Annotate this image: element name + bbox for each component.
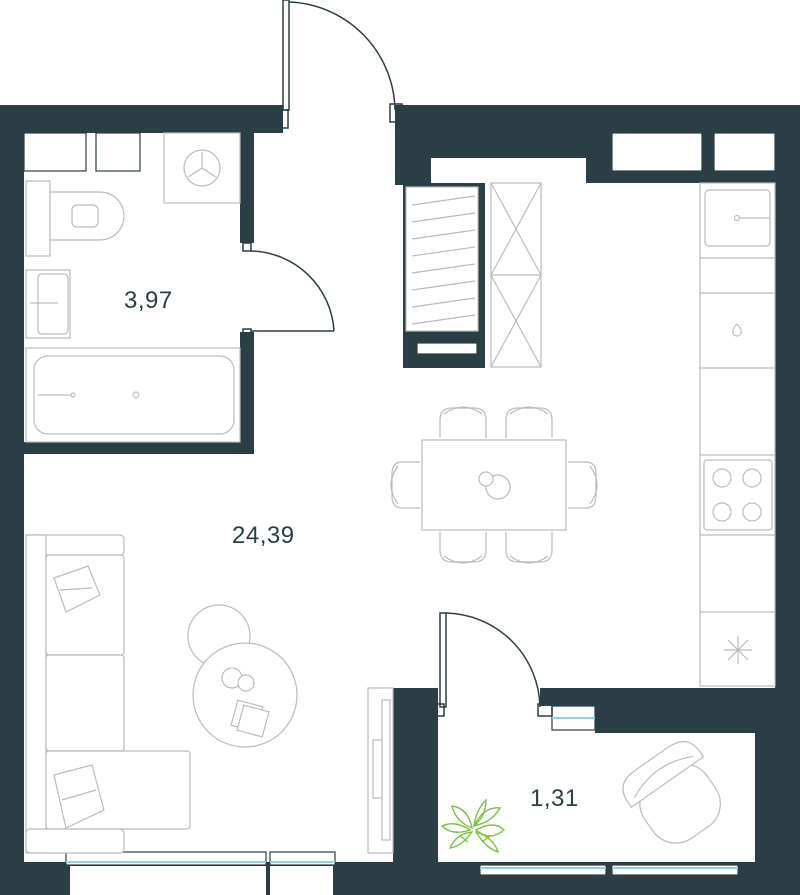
balcony-door [435,612,553,717]
balcony-area-label: 1,31 [530,785,579,812]
bathroom-door [242,242,335,338]
living-area-label: 24,39 [232,522,295,549]
balcony-furniture [440,741,721,854]
kitchen-counter [699,182,776,687]
bathroom-area-label: 3,97 [124,287,173,314]
plant-icon [440,798,506,854]
sofa [25,534,191,854]
dining-set [390,406,598,564]
wardrobe [405,182,542,368]
tv-unit [367,687,394,854]
entrance-door [275,0,403,129]
bathroom-fixtures [25,132,241,443]
coffee-tables [187,604,298,748]
